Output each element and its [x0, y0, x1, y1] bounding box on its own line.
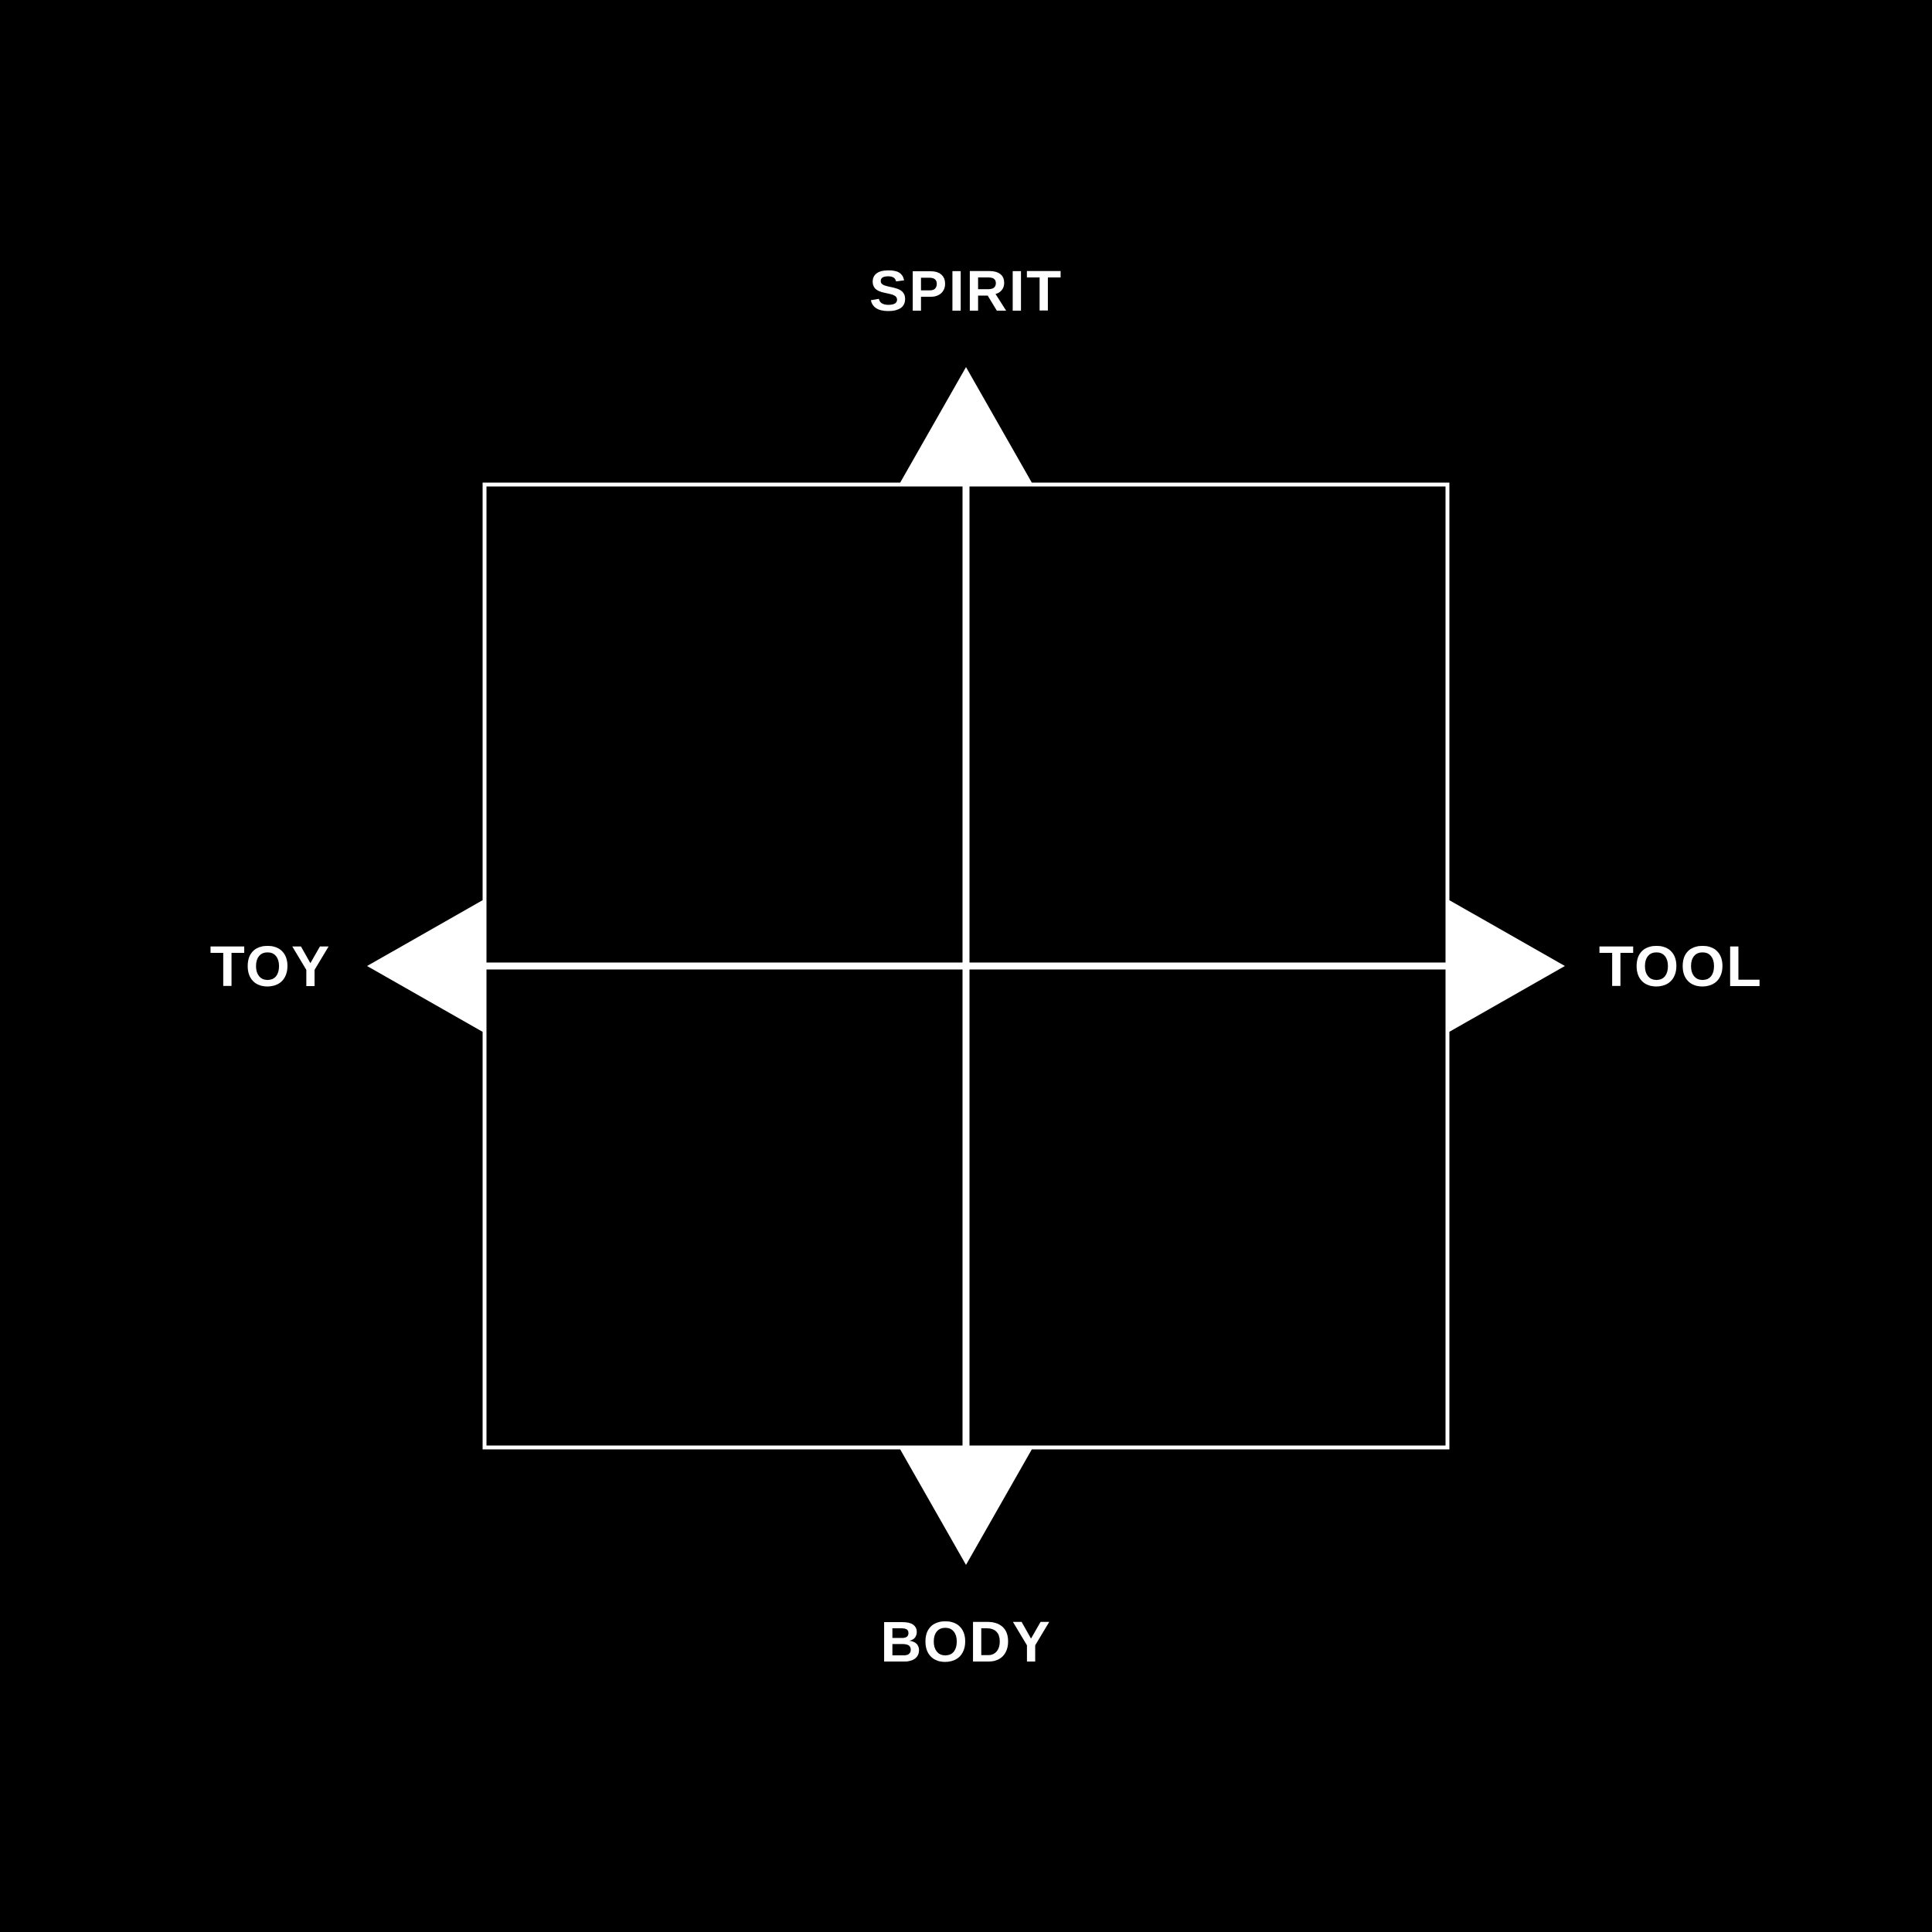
- label-right: TOOL: [1599, 934, 1763, 998]
- quadrant-bottom-right: [965, 965, 1450, 1450]
- quadrant-top-right: [965, 482, 1450, 967]
- quadrant-top-left: [482, 482, 967, 967]
- quadrant-bottom-left: [482, 965, 967, 1450]
- label-left: TOY: [210, 934, 332, 998]
- arrow-up-icon: [900, 367, 1032, 484]
- arrow-right-icon: [1448, 900, 1565, 1032]
- arrow-down-icon: [900, 1448, 1032, 1565]
- arrow-left-icon: [367, 900, 484, 1032]
- label-top: SPIRIT: [869, 259, 1063, 323]
- label-bottom: BODY: [880, 1610, 1052, 1674]
